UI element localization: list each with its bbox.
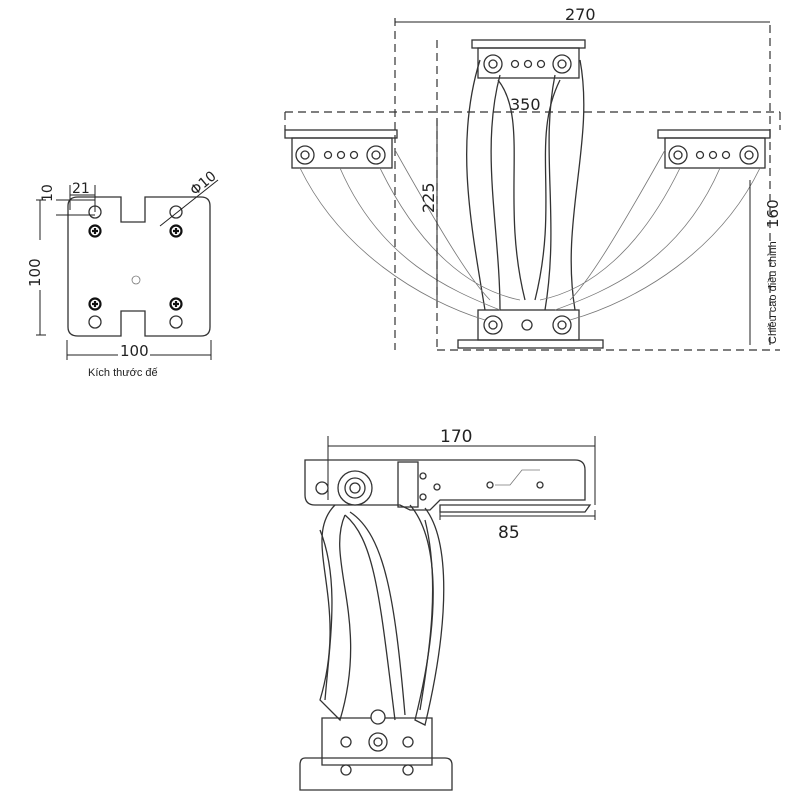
dim-offset-x: 21 bbox=[72, 181, 90, 197]
dim-offset-y: 10 bbox=[40, 184, 56, 202]
adjust-height-value: 160 bbox=[764, 199, 782, 228]
base-plate-view bbox=[36, 179, 219, 360]
center-hole bbox=[131, 275, 141, 285]
dim-top-width: 270 bbox=[565, 5, 596, 24]
dim-hole-diameter: Φ10 bbox=[187, 168, 219, 199]
dim-base-height: 100 bbox=[26, 258, 44, 287]
side-view bbox=[299, 436, 596, 791]
mount-hole bbox=[169, 315, 183, 329]
front-view bbox=[284, 18, 781, 351]
dim-side-length: 170 bbox=[440, 427, 472, 447]
dim-front-height: 225 bbox=[419, 182, 438, 213]
mount-hole bbox=[169, 205, 183, 219]
dim-spread-width: 350 bbox=[510, 95, 541, 114]
base-caption: Kích thước đế bbox=[88, 367, 158, 379]
dim-plate-length: 85 bbox=[498, 523, 520, 543]
dim-base-width: 100 bbox=[120, 342, 149, 360]
adjust-height-label: Chiều cao điều chỉnh bbox=[767, 241, 779, 344]
base-plate-outline bbox=[67, 196, 211, 337]
mount-hole bbox=[88, 315, 102, 329]
